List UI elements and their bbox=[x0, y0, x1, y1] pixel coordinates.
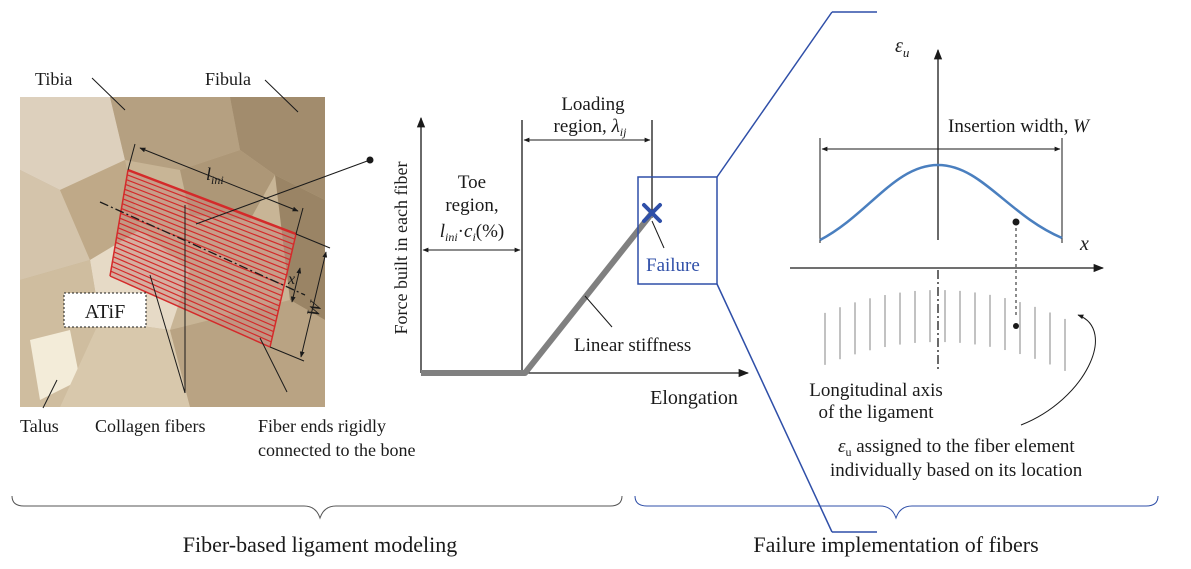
fiber-ends-label-line1: Fiber ends rigidly bbox=[258, 416, 386, 436]
linear-stiffness-label: Linear stiffness bbox=[574, 335, 691, 356]
loading-region-label-line1: Loading bbox=[561, 94, 625, 115]
fiber-line bbox=[118, 222, 284, 292]
right-brace bbox=[634, 495, 1159, 520]
fiber-element-ticks bbox=[824, 290, 1066, 371]
assignment-label-line1: εu assigned to the fiber element bbox=[838, 436, 1075, 459]
fiber-line bbox=[117, 232, 281, 302]
fiber-line bbox=[115, 241, 279, 312]
strain-distribution-curve bbox=[819, 163, 1063, 242]
collagen-fibers-label: Collagen fibers bbox=[95, 416, 205, 436]
failure-label: Failure bbox=[646, 255, 700, 276]
tibia-label: Tibia bbox=[35, 69, 72, 89]
fiber-line bbox=[122, 203, 288, 271]
fiber-line bbox=[110, 270, 272, 343]
failure-x-marker bbox=[642, 203, 662, 223]
fiber-line bbox=[121, 207, 287, 276]
fiber-line bbox=[119, 217, 285, 286]
force-elongation-chart bbox=[416, 116, 750, 378]
fibula-label: Fibula bbox=[205, 69, 251, 89]
insertion-width-label: Insertion width, W bbox=[948, 116, 1091, 137]
toe-region-label-line3: lini·ci(%) bbox=[440, 221, 505, 244]
longitudinal-axis-label-line2: of the ligament bbox=[818, 402, 934, 423]
fiber-line bbox=[113, 256, 275, 328]
left-caption: Fiber-based ligament modeling bbox=[183, 532, 458, 557]
fiber-line bbox=[111, 265, 273, 338]
fiber-line bbox=[113, 251, 277, 322]
x-axis-label: x bbox=[1079, 233, 1089, 255]
stiffness-leader bbox=[584, 295, 613, 328]
atif-label: ATiF bbox=[85, 301, 125, 323]
elongation-x-axis-label: Elongation bbox=[650, 387, 738, 409]
left-brace bbox=[11, 495, 623, 520]
zoom-box bbox=[637, 11, 877, 533]
longitudinal-axis-label-line1: Longitudinal axis bbox=[809, 380, 943, 401]
assignment-arrow bbox=[1020, 314, 1096, 426]
failure-strain-plot bbox=[790, 48, 1105, 426]
w-dimension bbox=[269, 233, 331, 362]
leader-lines bbox=[42, 77, 374, 409]
fiber-line bbox=[114, 246, 278, 317]
eps-u-label: εu bbox=[895, 35, 910, 60]
force-y-axis-label: Force built in each fiber bbox=[391, 162, 411, 335]
talus-label: Talus bbox=[20, 416, 59, 436]
fiber-line bbox=[116, 236, 280, 307]
assignment-label-line2: individually based on its location bbox=[830, 460, 1083, 481]
l-ini-dimension bbox=[127, 143, 304, 235]
sample-fiber-point bbox=[1013, 323, 1019, 329]
toe-region-label-line2: region, bbox=[445, 195, 498, 216]
fiber-line bbox=[117, 227, 283, 297]
failure-leader bbox=[651, 220, 665, 249]
loading-region-label-line2: region, λij bbox=[554, 116, 628, 139]
toe-region-label-line1: Toe bbox=[458, 172, 486, 193]
fiber-line bbox=[112, 260, 274, 333]
x-label: x bbox=[287, 271, 295, 288]
fiber-ends-label-line2: connected to the bone bbox=[258, 440, 415, 460]
force-curve bbox=[421, 211, 655, 376]
atif-label-box: ATiF bbox=[63, 292, 147, 328]
l-ini-label: lini bbox=[206, 164, 224, 187]
right-caption: Failure implementation of fibers bbox=[753, 532, 1038, 557]
